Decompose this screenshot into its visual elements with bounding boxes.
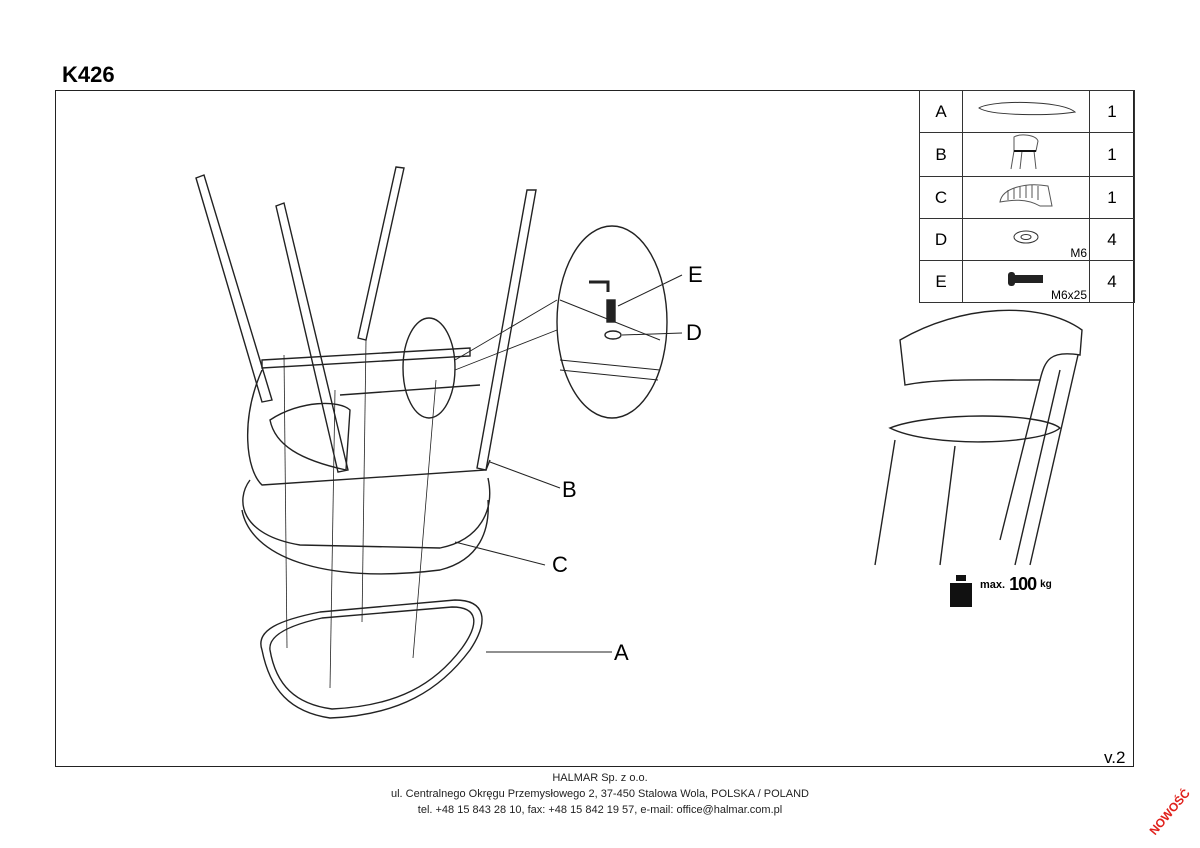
callout-a: A — [614, 640, 629, 665]
footer-address: ul. Centralnego Okręgu Przemysłowego 2, … — [390, 788, 809, 800]
part-spec: M6x25 — [1050, 288, 1087, 302]
parts-row: B 1 — [919, 132, 1135, 177]
seat-a — [260, 599, 483, 719]
max-load-unit: kg — [1040, 579, 1052, 590]
detail-circle-small — [402, 317, 456, 419]
seat-backrest-c — [241, 402, 491, 575]
part-qty: 1 — [1089, 132, 1135, 177]
part-spec: M6 — [1070, 246, 1087, 260]
parts-list: A 1 B 1 C 1 D M6 4 E M6x25 4 — [919, 90, 1135, 303]
part-letter: B — [919, 132, 963, 177]
callout-d: D — [686, 320, 702, 345]
part-qty: 1 — [1089, 176, 1135, 219]
parts-row: C 1 — [919, 176, 1135, 219]
part-qty: 4 — [1089, 218, 1135, 261]
part-qty: 4 — [1089, 260, 1135, 303]
product-code: K426 — [62, 62, 115, 87]
bolt-icon: M6x25 — [962, 260, 1090, 303]
detail-circle-large — [556, 225, 668, 419]
instruction-frame — [55, 90, 1134, 767]
callout-b: B — [562, 477, 577, 502]
part-letter: A — [919, 90, 963, 133]
seat-icon — [962, 90, 1090, 133]
parts-row: A 1 — [919, 90, 1135, 133]
parts-row: E M6x25 4 — [919, 260, 1135, 303]
washer-icon: M6 — [962, 218, 1090, 261]
part-letter: D — [919, 218, 963, 261]
footer-contact: tel. +48 15 843 28 10, fax: +48 15 842 1… — [417, 804, 783, 816]
weight-icon — [950, 575, 972, 607]
max-load-prefix: max. — [980, 578, 1006, 591]
footer-company: HALMAR Sp. z o.o. — [552, 772, 648, 784]
part-letter: E — [919, 260, 963, 303]
max-load-value: 100 — [1009, 574, 1037, 594]
max-load: max. 100 kg — [950, 574, 1052, 595]
callout-c: C — [552, 552, 568, 577]
part-letter: C — [919, 176, 963, 219]
version: v.2 — [1104, 748, 1126, 767]
parts-row: D M6 4 — [919, 218, 1135, 261]
frame-icon — [962, 132, 1090, 177]
part-qty: 1 — [1089, 90, 1135, 133]
chair-frame-b — [195, 166, 537, 486]
backrest-icon — [962, 176, 1090, 219]
footer: HALMAR Sp. z o.o. ul. Centralnego Okręgu… — [0, 770, 1200, 818]
callout-e: E — [688, 262, 703, 287]
assembled-chair — [874, 309, 1083, 566]
